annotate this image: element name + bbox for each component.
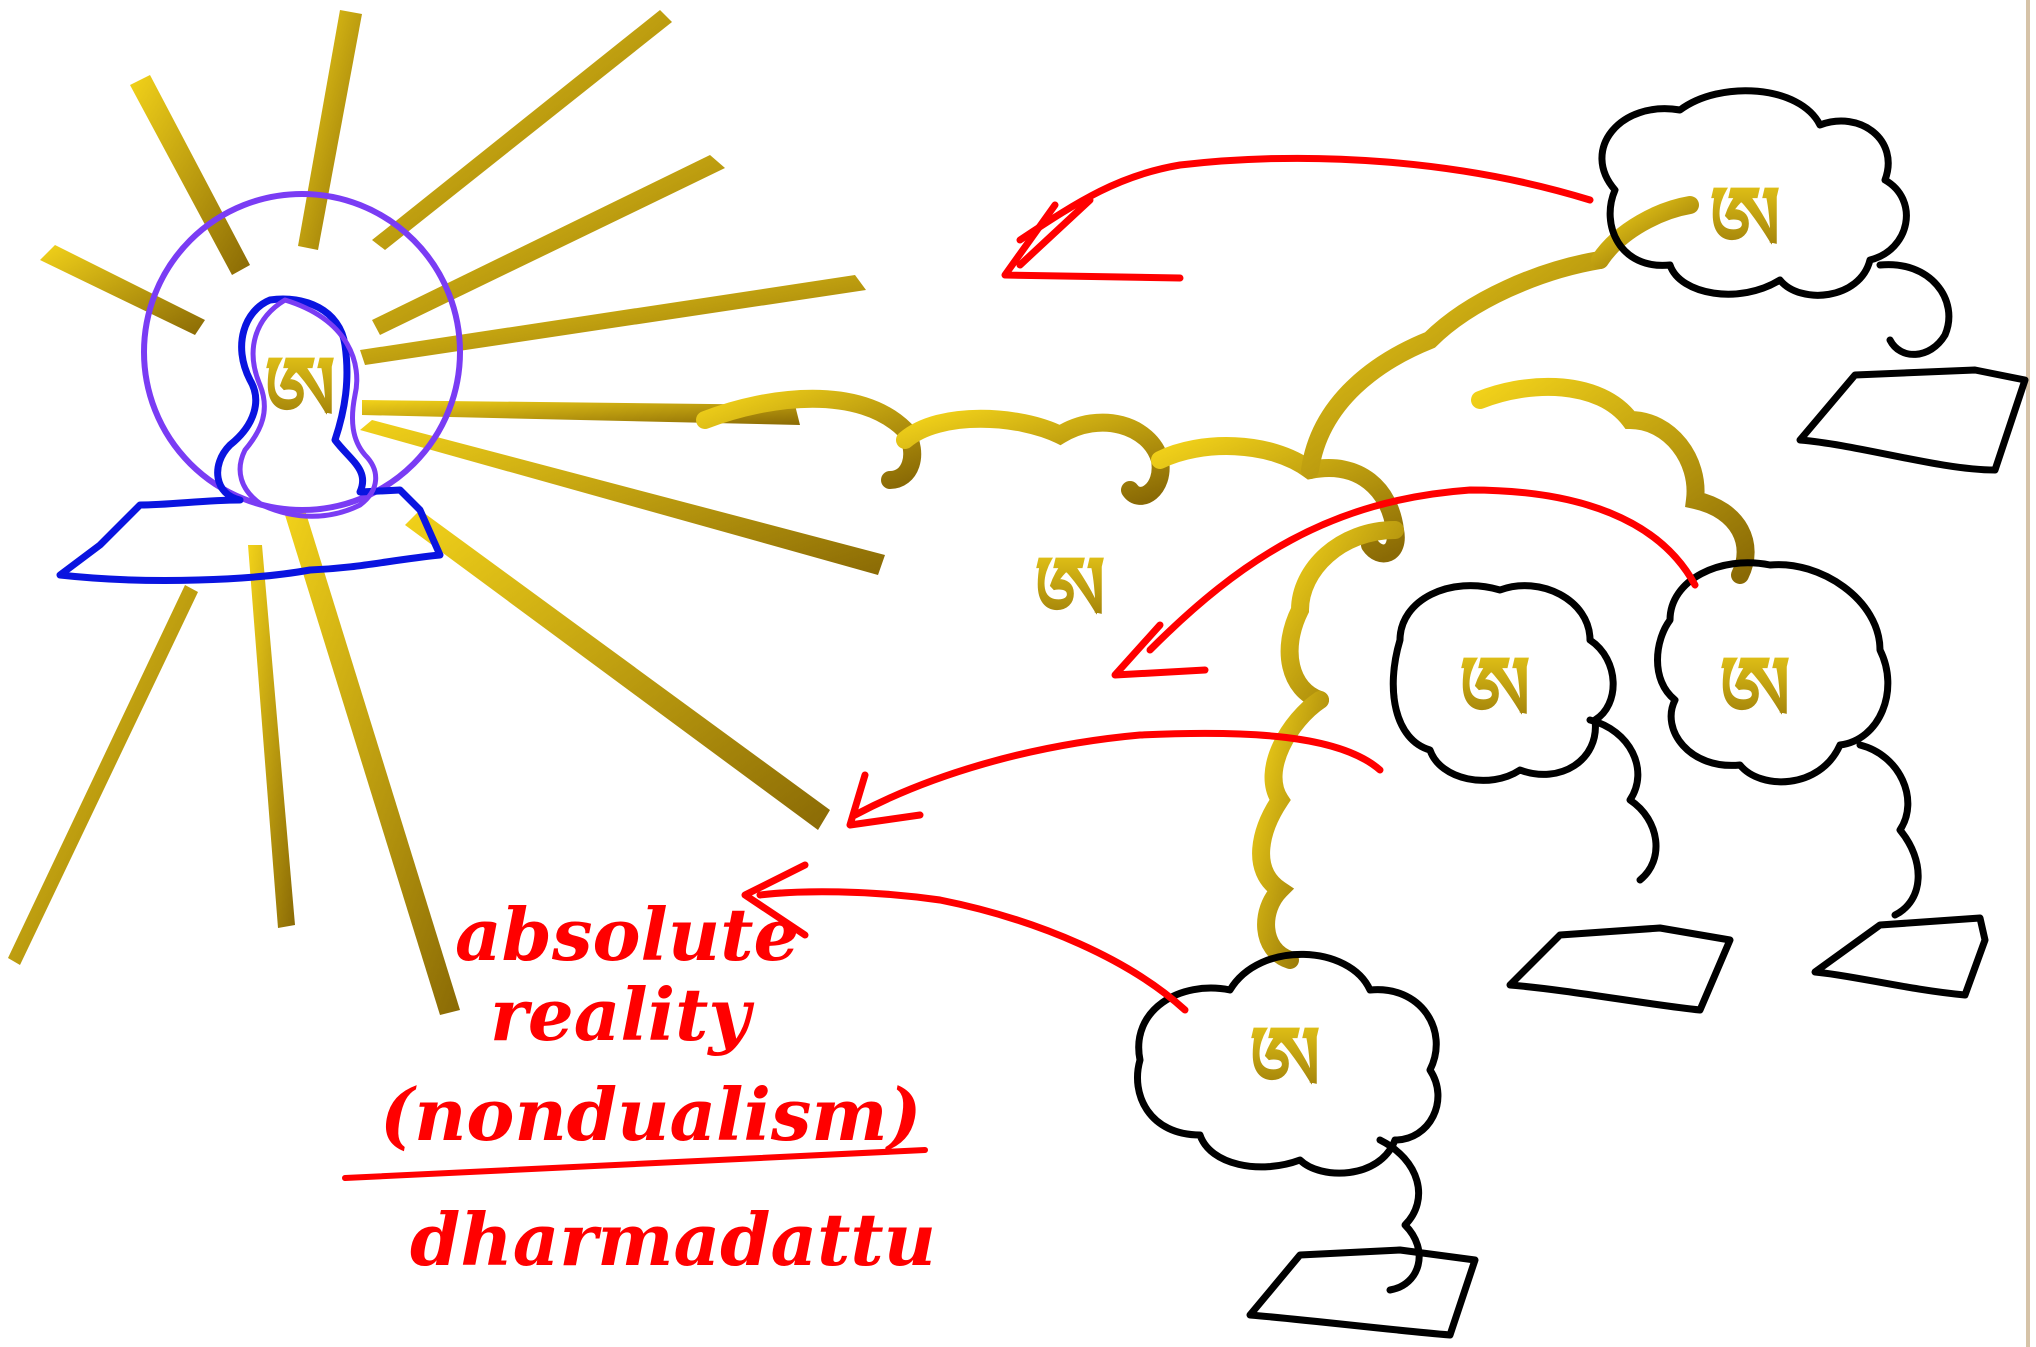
trail: [905, 419, 1161, 496]
caption-line-2: reality: [490, 972, 754, 1057]
seat-bottom: [1250, 1250, 1475, 1335]
seated-figure: [60, 299, 440, 580]
page-border: [2026, 0, 2030, 1347]
black-clouds: [1138, 91, 2026, 1335]
sun-rays: [8, 10, 885, 1015]
caption-line-3: (nondualism): [380, 1072, 922, 1157]
seat-right: [1815, 918, 1985, 995]
trail: [1310, 260, 1600, 470]
cloud-curl: [1880, 265, 1949, 355]
caption: absolute reality (nondualism) dharmadatt…: [380, 892, 936, 1282]
arrow-lower: [850, 733, 1380, 825]
trail: [1480, 387, 1746, 575]
cloud-curl: [1590, 720, 1656, 880]
cloud-curl: [1860, 745, 1918, 915]
ray: [40, 245, 205, 335]
seat-middle: [1510, 928, 1730, 1010]
caption-line-1: absolute: [455, 892, 799, 977]
trail: [705, 399, 912, 480]
arrow-bottom: [745, 865, 1185, 1010]
ray: [360, 275, 866, 365]
ray: [298, 10, 362, 250]
ray: [130, 75, 250, 275]
ray: [8, 585, 198, 965]
main-figure-glyph: ཨ: [264, 336, 336, 442]
ray: [248, 545, 295, 928]
arrow-top: [1005, 158, 1590, 278]
bottom-cloud-glyph: ཨ: [1249, 1006, 1321, 1112]
ray: [285, 510, 460, 1015]
far-right-cloud-glyph: ཨ: [1719, 636, 1791, 742]
right-cloud-glyph: ཨ: [1459, 636, 1531, 742]
caption-line-4: dharmadattu: [410, 1197, 936, 1282]
cloud-curl: [1380, 1140, 1419, 1290]
seat-top-right: [1800, 370, 2025, 470]
ray: [405, 510, 830, 830]
arrow-middle: [1115, 490, 1695, 675]
top-cloud-glyph: ཨ: [1709, 166, 1781, 272]
middle-cloud-glyph: ཨ: [1034, 536, 1106, 642]
